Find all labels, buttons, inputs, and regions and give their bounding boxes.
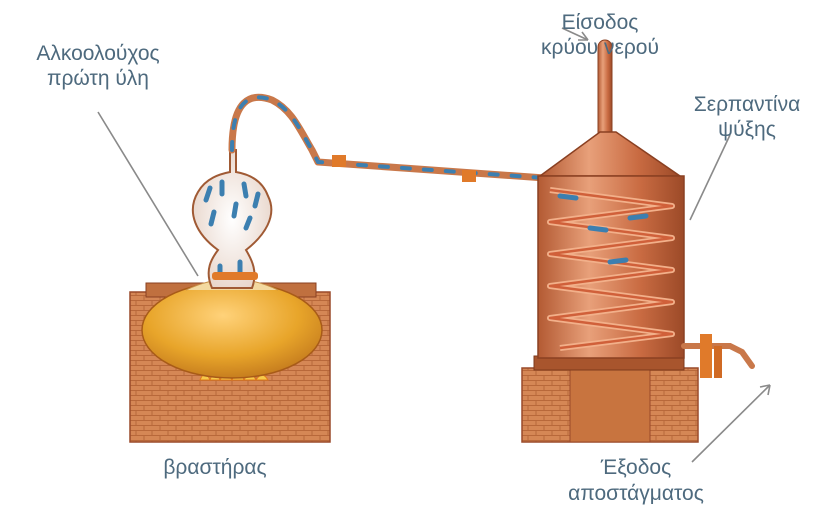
label-cold-water-line1: Είσοδος: [530, 10, 670, 35]
condenser-furnace: [522, 356, 698, 442]
label-raw-material: Αλκοολούχος πρώτη ύλη: [8, 41, 188, 91]
label-cooling-coil-line2: ψύξης: [668, 117, 826, 142]
label-boiler-text: βραστήρας: [110, 455, 320, 480]
vapor-pipe: [232, 97, 545, 182]
label-cold-water-inlet: Είσοδος κρύου νερού: [530, 10, 670, 60]
label-cooling-coil-line1: Σερπαντίνα: [668, 92, 826, 117]
label-cooling-coil: Σερπαντίνα ψύξης: [668, 92, 826, 142]
label-cold-water-line2: κρύου νερού: [530, 35, 670, 60]
label-raw-material-line2: πρώτη ύλη: [8, 66, 188, 91]
label-boiler: βραστήρας: [110, 455, 320, 480]
label-distillate-outlet: Έξοδος αποστάγματος: [536, 455, 736, 507]
label-raw-material-line1: Αλκοολούχος: [8, 41, 188, 66]
label-distillate-line1: Έξοδος: [536, 455, 736, 481]
label-distillate-line2: αποστάγματος: [536, 481, 736, 507]
alembic-head: [193, 150, 271, 288]
